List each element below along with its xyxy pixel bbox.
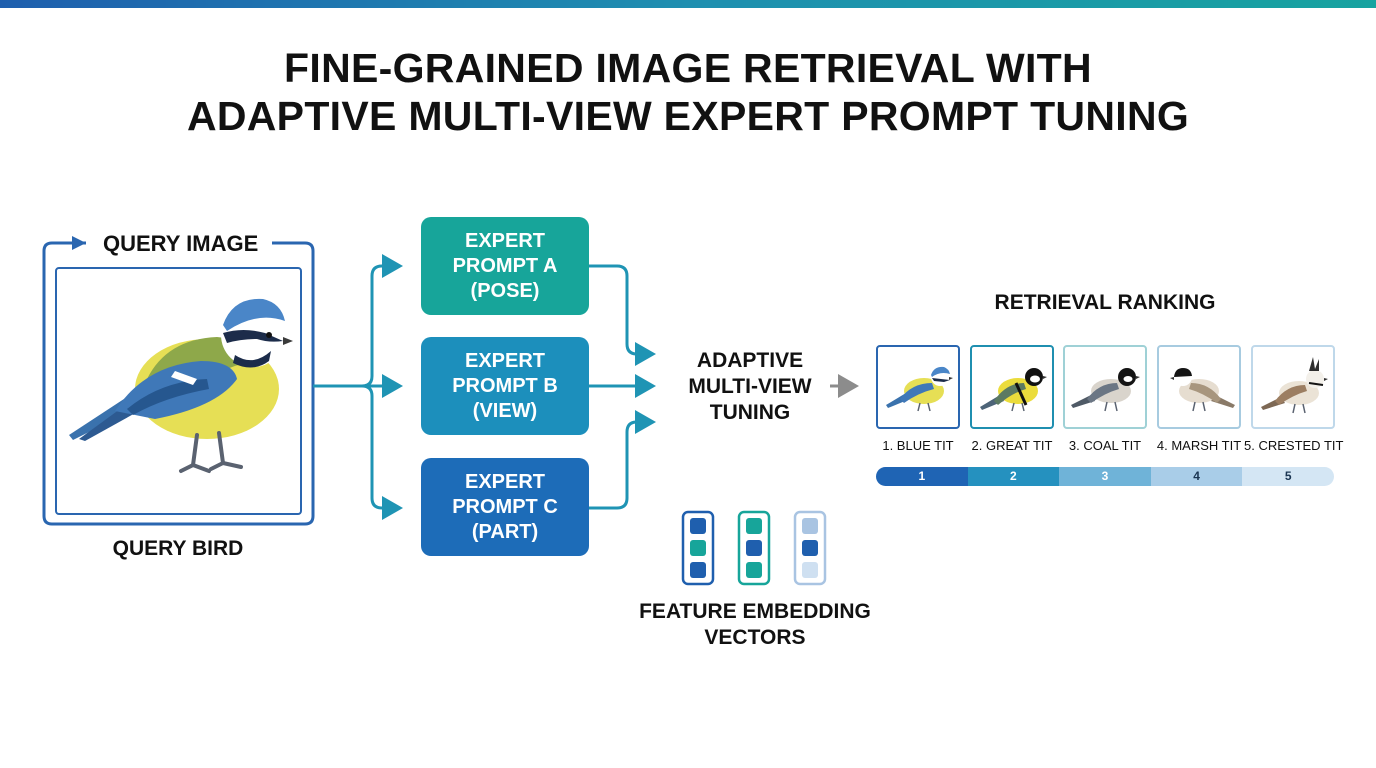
page-title: FINE-GRAINED IMAGE RETRIEVAL WITH ADAPTI… <box>0 44 1376 140</box>
feature-vector-2-cell-2 <box>746 540 762 556</box>
adaptive-line-3: TUNING <box>709 401 791 424</box>
connector-to-expert-a <box>361 254 403 388</box>
connector-expert-c-to-tuning <box>589 410 656 510</box>
result-label-4: 4. MARSH TIT <box>1156 438 1242 453</box>
retrieval-ranking-title: RETRIEVAL RANKING <box>994 291 1216 314</box>
expert-b-line-1: EXPERT <box>464 349 546 372</box>
page-title-line-1: FINE-GRAINED IMAGE RETRIEVAL WITH <box>284 45 1092 91</box>
feature-caption-line-1: FEATURE EMBEDDING <box>639 600 871 623</box>
feature-embedding-vectors <box>681 510 827 586</box>
expert-b-line-2: PROMPT B <box>452 374 558 397</box>
rank-segment-4: 4 <box>1150 467 1243 486</box>
result-label-3: 3. COAL TIT <box>1068 438 1142 453</box>
result-thumb-marsh-tit <box>1157 345 1241 429</box>
result-thumb-great-tit <box>970 345 1054 429</box>
query-bracket-arrow <box>42 241 315 526</box>
result-label-1: 1. BLUE TIT <box>882 438 954 453</box>
expert-prompt-b: EXPERT PROMPT B (VIEW) <box>421 337 589 435</box>
feature-vector-3-cell-2 <box>802 540 818 556</box>
marsh-tit-illustration <box>1170 368 1235 412</box>
feature-vector-3-cell-1 <box>802 518 818 534</box>
feature-vector-2-cell-1 <box>746 518 762 534</box>
expert-b-line-3: (VIEW) <box>472 399 538 422</box>
result-label-5: 5. CRESTED TIT <box>1244 438 1344 453</box>
expert-prompt-c: EXPERT PROMPT C (PART) <box>421 458 589 556</box>
coal-tit-illustration <box>1071 368 1140 412</box>
blue-tit-illustration <box>886 366 953 412</box>
expert-prompt-a: EXPERT PROMPT A (POSE) <box>421 217 589 315</box>
result-label-2: 2. GREAT TIT <box>971 438 1053 453</box>
query-image <box>55 267 302 515</box>
expert-a-line-3: (POSE) <box>470 279 540 302</box>
connector-to-expert-c <box>361 384 403 520</box>
result-thumb-crested-tit <box>1251 345 1335 429</box>
page-title-line-2: ADAPTIVE MULTI-VIEW EXPERT PROMPT TUNING <box>186 93 1190 139</box>
adaptive-line-1: ADAPTIVE <box>696 349 804 372</box>
expert-c-line-3: (PART) <box>471 520 539 543</box>
feature-embedding-caption: FEATURE EMBEDDING VECTORS <box>605 599 905 651</box>
feature-vector-1-cell-3 <box>690 562 706 578</box>
feature-vector-3-cell-3 <box>802 562 818 578</box>
feature-vector-1-cell-1 <box>690 518 706 534</box>
expert-c-line-2: PROMPT C <box>452 495 558 518</box>
adaptive-line-2: MULTI-VIEW <box>688 375 812 398</box>
rank-segment-2: 2 <box>967 467 1060 486</box>
rank-bar: 1 2 3 4 5 <box>876 467 1334 486</box>
query-bracket-arrowhead <box>72 236 86 250</box>
query-image-label: QUERY IMAGE <box>97 231 265 257</box>
query-bird-caption: QUERY BIRD <box>112 537 244 560</box>
top-accent-bar <box>0 0 1376 8</box>
query-bird-illustration <box>69 298 293 473</box>
feature-caption-line-2: VECTORS <box>704 626 806 649</box>
expert-a-line-1: EXPERT <box>464 229 546 252</box>
rank-segment-3: 3 <box>1059 467 1151 486</box>
adaptive-tuning-label: ADAPTIVE MULTI-VIEW TUNING <box>664 348 836 426</box>
feature-vector-2-cell-3 <box>746 562 762 578</box>
rank-segment-1: 1 <box>876 467 968 486</box>
connector-expert-a-to-tuning <box>589 264 656 366</box>
crested-tit-illustration <box>1261 357 1328 414</box>
result-thumb-coal-tit <box>1063 345 1147 429</box>
feature-vector-1-cell-2 <box>690 540 706 556</box>
great-tit-illustration <box>980 368 1047 412</box>
result-thumb-blue-tit <box>876 345 960 429</box>
expert-c-line-1: EXPERT <box>464 470 546 493</box>
rank-segment-5: 5 <box>1242 467 1334 486</box>
expert-a-line-2: PROMPT A <box>452 254 558 277</box>
